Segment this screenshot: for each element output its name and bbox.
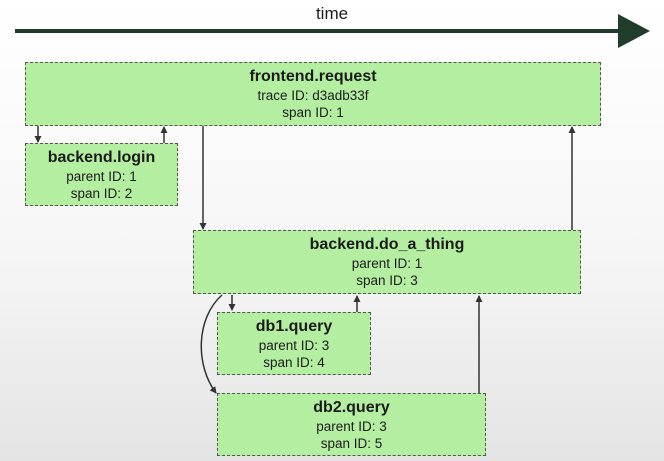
span-backend-login: backend.login parent ID: 1 span ID: 2 — [25, 143, 178, 206]
span-name: db1.query — [255, 317, 333, 335]
span-frontend-request: frontend.request trace ID: d3adb33f span… — [25, 62, 601, 126]
span-id-label: span ID: 3 — [356, 273, 418, 288]
parent-id-label: parent ID: 1 — [351, 256, 423, 271]
span-db1-query: db1.query parent ID: 3 span ID: 4 — [217, 312, 371, 375]
span-name: db2.query — [313, 398, 390, 416]
parent-id-label: parent ID: 3 — [316, 418, 387, 434]
call-arrow-db2 — [200, 294, 223, 394]
trace-id-label: trace ID: d3adb33f — [257, 88, 369, 103]
time-axis-arrowhead — [618, 14, 650, 48]
parent-id-label: parent ID: 1 — [66, 168, 137, 184]
span-name: backend.login — [47, 148, 156, 166]
span-db2-query: db2.query parent ID: 3 span ID: 5 — [217, 393, 486, 456]
span-id-label: span ID: 4 — [263, 354, 325, 370]
span-name: backend.do_a_thing — [309, 236, 465, 253]
span-id-label: span ID: 1 — [282, 105, 344, 120]
span-id-label: span ID: 5 — [320, 435, 383, 451]
parent-id-label: parent ID: 3 — [258, 337, 330, 353]
time-axis-label: time — [315, 4, 349, 23]
span-name: frontend.request — [249, 68, 377, 85]
span-backend-do-a-thing: backend.do_a_thing parent ID: 1 span ID:… — [193, 230, 581, 294]
span-id-label: span ID: 2 — [70, 185, 133, 201]
